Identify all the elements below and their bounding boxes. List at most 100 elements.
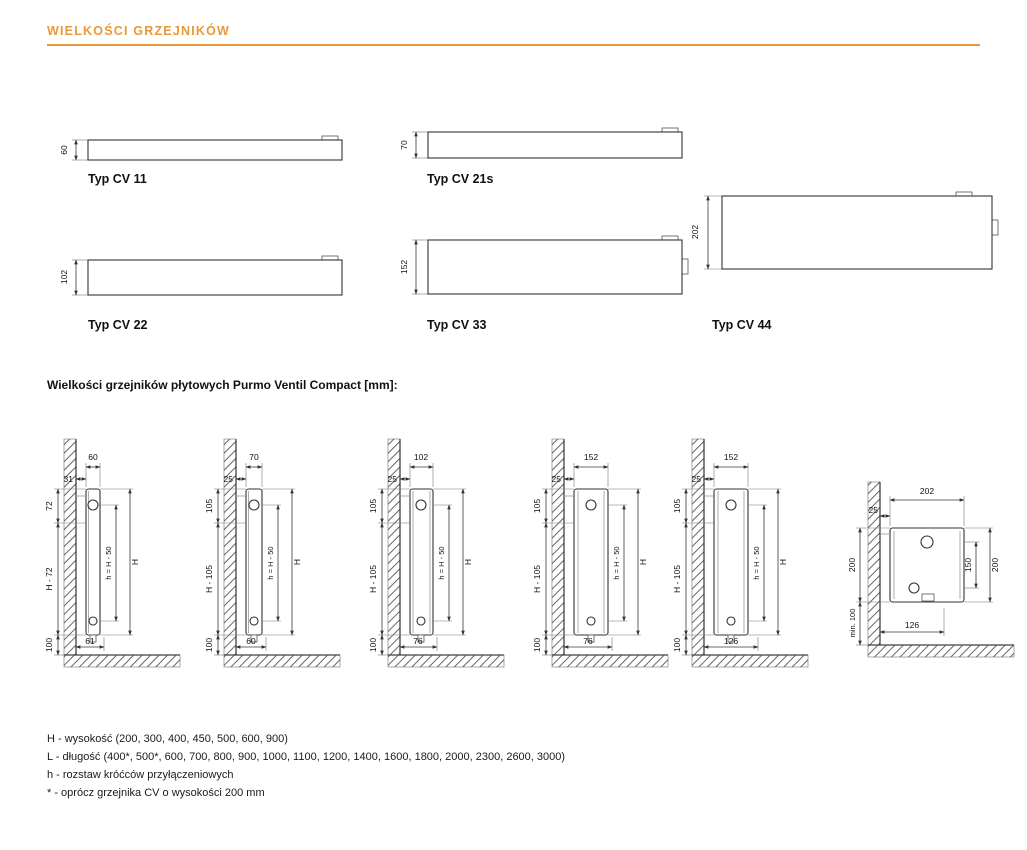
dim-total-height: H	[778, 559, 788, 565]
dim-bottom: 126	[905, 620, 919, 630]
valve-connection	[415, 499, 427, 511]
dim-floor-clearance: 100	[532, 638, 542, 652]
floor-hatch	[867, 644, 1015, 658]
type-label-cv33: Typ CV 33	[427, 318, 487, 332]
wall-hatch	[387, 438, 401, 656]
dim-height-cv21s: 70	[399, 140, 409, 150]
dim-gap: 25	[552, 474, 562, 484]
dim-height-cv11: 60	[59, 145, 69, 155]
dim-height-cv44: 202	[690, 225, 700, 239]
dim-gap: 25	[869, 505, 879, 515]
radiator-side	[409, 488, 434, 636]
dim-offset-rest: H - 105	[532, 565, 542, 593]
wall-hatch	[63, 438, 77, 656]
dim-bottom: 61	[85, 636, 95, 646]
cross-section-cv22: 102	[59, 255, 343, 296]
floor-hatch	[223, 654, 341, 668]
return-connection	[726, 616, 736, 626]
dim-depth: 102	[414, 452, 428, 462]
dim-height-cv33: 152	[399, 260, 409, 274]
radiator-side	[85, 488, 101, 636]
dim-gap: 25	[692, 474, 702, 484]
radiator-cv44-side	[889, 527, 965, 603]
dim-offset-top: 105	[204, 499, 214, 513]
corner-installation-drawing: 202 25 200 min. 100 150 200 126	[847, 481, 1015, 658]
side-view-drawing-5: 152 25 105 H - 105 100 h = H - 50 H 126	[672, 438, 809, 668]
legend-line-asterisk: * - oprócz grzejnika CV o wysokości 200 …	[47, 787, 265, 799]
floor-hatch	[63, 654, 181, 668]
legend-line-H: H - wysokość (200, 300, 400, 450, 500, 6…	[47, 733, 288, 745]
dim-connection-spacing: h = H - 50	[612, 546, 621, 579]
dim-floor-clearance: 100	[204, 638, 214, 652]
return-connection	[908, 582, 920, 594]
dim-depth: 202	[920, 486, 934, 496]
type-label-cv22: Typ CV 22	[88, 318, 148, 332]
valve-connection	[585, 499, 597, 511]
side-view-drawing-3: 102 25 105 H - 105 100 h = H - 50 H 76	[368, 438, 505, 668]
floor-hatch	[387, 654, 505, 668]
legend-line-h: h - rozstaw króćców przyłączeniowych	[47, 769, 234, 781]
cross-section-cv21s: 70	[399, 127, 683, 159]
dim-gap: 25	[388, 474, 398, 484]
cross-section-cv44: 202	[690, 191, 999, 270]
dim-offset-top: 72	[44, 501, 54, 511]
type-label-cv11: Typ CV 11	[88, 172, 147, 186]
return-connection	[249, 616, 259, 626]
side-view-drawing-4: 152 25 105 H - 105 100 h = H - 50 H 76	[532, 438, 669, 668]
valve-connection	[248, 499, 260, 511]
dim-height-left: 200	[847, 558, 857, 572]
floor-hatch	[551, 654, 669, 668]
type-label-cv21s: Typ CV 21s	[427, 172, 494, 186]
dim-offset-rest: H - 72	[44, 567, 54, 590]
dim-gap: 25	[224, 474, 234, 484]
dim-bottom: 76	[413, 636, 423, 646]
dim-total-height: H	[292, 559, 302, 565]
dim-bottom: 76	[583, 636, 593, 646]
return-connection	[88, 616, 98, 626]
dim-connection-spacing: h = H - 50	[266, 546, 275, 579]
dim-min-floor: min. 100	[848, 609, 857, 638]
dim-floor-clearance: 100	[672, 638, 682, 652]
wall-hatch	[691, 438, 705, 656]
dim-gap: 31	[64, 474, 74, 484]
wall-hatch	[551, 438, 565, 656]
radiator-side	[573, 488, 609, 636]
dim-offset-rest: H - 105	[672, 565, 682, 593]
valve-connection	[725, 499, 737, 511]
valve-connection	[87, 499, 99, 511]
return-connection	[416, 616, 426, 626]
dim-depth: 152	[724, 452, 738, 462]
dim-connection-spacing: h = H - 50	[104, 546, 113, 579]
dim-offset-rest: H - 105	[368, 565, 378, 593]
floor-hatch	[691, 654, 809, 668]
dim-floor-clearance: 100	[368, 638, 378, 652]
dim-total-height: H	[638, 559, 648, 565]
dim-bottom: 126	[724, 636, 738, 646]
dim-offset-top: 105	[672, 499, 682, 513]
valve-connection	[920, 535, 934, 549]
cross-section-cv11: 60	[59, 135, 343, 161]
side-view-drawing-2: 70 25 105 H - 105 100 h = H - 50 H 60	[204, 438, 341, 668]
dim-total-height: H	[130, 559, 140, 565]
radiator-side	[713, 488, 749, 636]
cross-section-cv33: 152	[399, 235, 689, 295]
dim-offset-rest: H - 105	[204, 565, 214, 593]
return-connection	[586, 616, 596, 626]
dim-depth: 152	[584, 452, 598, 462]
dim-total-height: 200	[990, 558, 1000, 572]
wall-hatch	[223, 438, 237, 656]
dim-depth: 70	[249, 452, 259, 462]
page-title: WIELKOŚCI GRZEJNIKÓW	[47, 24, 231, 38]
dim-offset-top: 105	[368, 499, 378, 513]
dim-connection-spacing: h = H - 50	[437, 546, 446, 579]
type-label-cv44: Typ CV 44	[712, 318, 772, 332]
dim-total-height: H	[463, 559, 473, 565]
dim-floor-clearance: 100	[44, 638, 54, 652]
legend-line-L: L - długość (400*, 500*, 600, 700, 800, …	[47, 751, 566, 763]
side-view-drawing-1: 60 31 72 H - 72 100 h = H - 50 H 61	[44, 438, 181, 668]
title-rule	[47, 44, 980, 46]
dim-connection-spacing: 150	[963, 558, 973, 572]
dim-offset-top: 105	[532, 499, 542, 513]
dim-connection-spacing: h = H - 50	[752, 546, 761, 579]
